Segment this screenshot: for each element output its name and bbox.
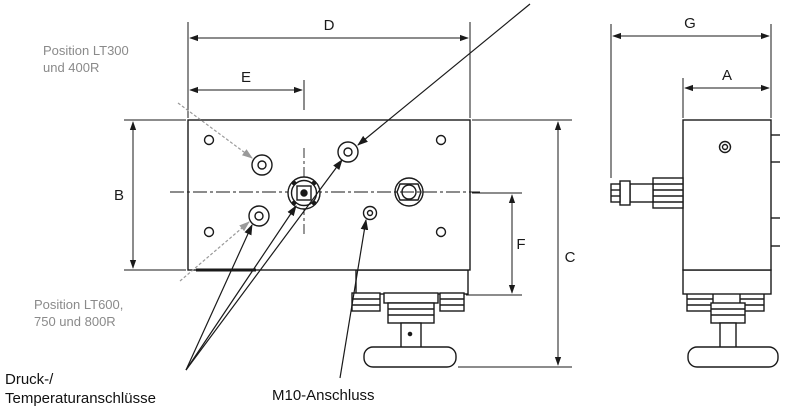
dim-label-d: D	[324, 17, 335, 34]
bolt-hole	[435, 134, 447, 146]
front-handle-assembly	[351, 269, 469, 368]
note-position-top-line1: Position LT300	[43, 43, 129, 58]
front-view	[170, 119, 480, 368]
dim-label-b: B	[114, 187, 124, 204]
callout-pressure-line2: Temperaturanschlüsse	[5, 390, 156, 407]
dimension-lines	[124, 22, 772, 368]
callout-m10: M10-Anschluss	[272, 387, 375, 404]
hex-plug	[394, 177, 424, 207]
note-position-bottom-line1: Position LT600,	[34, 297, 123, 312]
note-position-top-line2: und 400R	[43, 60, 99, 75]
dim-label-f: F	[516, 236, 525, 253]
bolt-hole	[435, 226, 447, 238]
bolt-hole	[203, 134, 215, 146]
side-view	[610, 119, 780, 368]
port-top-left	[251, 154, 273, 176]
gray-leaders	[177, 102, 253, 282]
callout-pressure-line1: Druck-/	[5, 371, 54, 388]
port-top-right	[337, 141, 359, 163]
bolt-hole	[203, 226, 215, 238]
dim-label-a: A	[722, 67, 732, 84]
dim-label-c: C	[565, 249, 576, 266]
dim-label-e: E	[241, 69, 251, 86]
dim-label-g: G	[684, 15, 696, 32]
side-sensor-connector	[610, 177, 684, 209]
m10-port	[362, 205, 378, 221]
note-position-bottom-line2: 750 und 800R	[34, 314, 116, 329]
black-leaders	[185, 3, 531, 379]
center-fitting	[287, 176, 321, 210]
port-bottom-left	[248, 205, 270, 227]
